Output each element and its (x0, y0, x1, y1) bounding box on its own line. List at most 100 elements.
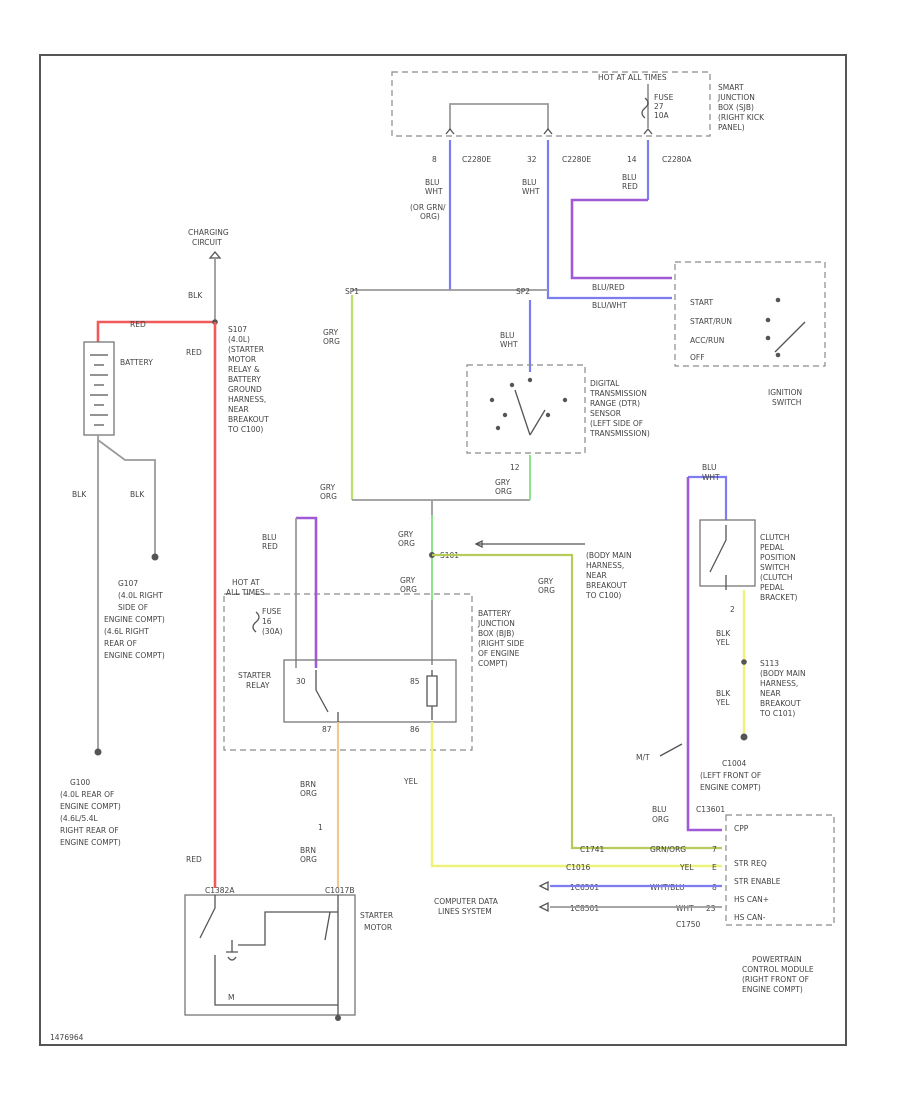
relay-label-0: STARTER (238, 671, 271, 680)
clutch-label-6: BRACKET) (760, 593, 798, 602)
sjb-hot-label: HOT AT ALL TIMES (598, 73, 667, 82)
wire-red-battery (96, 320, 215, 342)
dtr-contact-1 (509, 382, 515, 388)
pcm-row1-wire: GRN/ORG (650, 845, 686, 854)
top-wire3-b: RED (622, 182, 638, 191)
bjb-label-1: JUNCTION (477, 619, 515, 628)
dtr-wire-in-b: WHT (500, 340, 518, 349)
g107-label-0: G107 (118, 579, 138, 588)
pcm-row2-wire: YEL (679, 863, 694, 872)
s107-label-9: BREAKOUT (228, 415, 269, 424)
pcm-label-3: ENGINE COMPT) (742, 985, 803, 994)
starter-wire1-a: BRN (300, 780, 316, 789)
top-conn-c1: C2280E (462, 155, 491, 164)
bjb-hot-1: ALL TIMES (226, 588, 265, 597)
g107-label-6: ENGINE COMPT) (104, 651, 165, 660)
dtr-contact-6 (545, 412, 551, 418)
dtr-label-5: TRANSMISSION) (589, 429, 650, 438)
dtr-label-0: DIGITAL (590, 379, 620, 388)
top-wire1-c: (OR GRN/ (410, 203, 446, 212)
ign-contact-4 (775, 352, 781, 358)
pcm-row4-conn: 1C8501 (570, 904, 599, 913)
c1004-wire-a: BLU (652, 805, 666, 814)
clutch-label-0: CLUTCH (760, 533, 790, 542)
clutch-w1-a: BLK (716, 629, 731, 638)
clutch-wire-a: BLU (702, 463, 716, 472)
clutch-w1-b: YEL (715, 638, 730, 647)
starter-c1: C1382A (205, 886, 235, 895)
bjb-label-0: BATTERY (478, 609, 511, 618)
c1004-label-0: C1004 (722, 759, 747, 768)
g100-ground-icon (94, 748, 102, 756)
pcm-row4-wire: WHT (676, 904, 694, 913)
pcm-box (725, 814, 835, 926)
sjb-label-1: JUNCTION (717, 93, 755, 102)
s101-label-4: TO C100) (585, 591, 621, 600)
wire-gry-org-pcm (432, 553, 722, 850)
starter-yel: YEL (403, 777, 418, 786)
relay-pin-86: 86 (410, 725, 420, 734)
s113-ground-icon (740, 733, 748, 741)
g100-label-4: RIGHT REAR OF (60, 826, 119, 835)
starter-solenoid-icon (226, 940, 238, 961)
pcm-row4-pin: 23 (706, 904, 716, 913)
clutch-wire-b: WHT (702, 473, 720, 482)
dtr-switch-arm (514, 389, 546, 436)
diagram-id: 1476964 (50, 1033, 84, 1042)
s113-label-2: HARNESS, (760, 679, 798, 688)
s101-label-3: BREAKOUT (586, 581, 627, 590)
ign-pos-accrun: ACC/RUN (690, 336, 724, 345)
charging-wire: BLK (188, 291, 203, 300)
battery-cells-icon (90, 354, 108, 426)
starter-m: M (228, 993, 234, 1002)
bjb-wire-b: RED (262, 542, 278, 551)
bjb-fuse-0: FUSE (262, 607, 282, 616)
dtr-label-2: RANGE (DTR) (590, 399, 640, 408)
s107-label-6: GROUND (228, 385, 262, 394)
g107-ground-icon (151, 553, 159, 561)
wire-blk-g107 (97, 439, 156, 555)
fuse-27-amps: 10A (654, 111, 670, 120)
clutch-switch-arm (709, 525, 727, 590)
charging-label-1: CIRCUIT (192, 238, 222, 247)
bjb-label-2: BOX (BJB) (478, 629, 514, 638)
bjb-wire-a: BLU (262, 533, 276, 542)
starter-wire1-b: ORG (300, 789, 317, 798)
pcm-row1-pin: 7 (712, 845, 717, 854)
s113-label-0: S113 (760, 659, 779, 668)
starter-ground-icon (335, 1015, 341, 1021)
g107-label-5: REAR OF (104, 639, 137, 648)
fuse-27-label: FUSE (654, 93, 674, 102)
ign-label-1: SWITCH (772, 398, 801, 407)
c1004-pointer (659, 743, 683, 757)
clutch-label-3: SWITCH (760, 563, 789, 572)
left-wire2-b: ORG (320, 492, 337, 501)
c1004-label-2: ENGINE COMPT) (700, 783, 761, 792)
wire-blu-org-c1004 (686, 477, 722, 832)
ign-contact-3 (765, 335, 771, 341)
top-conn-c3: C2280A (662, 155, 692, 164)
ign-label-0: IGNITION (768, 388, 802, 397)
s113-splice-dot (741, 659, 747, 665)
data-line-arrow-icons (538, 880, 549, 913)
sjb-label-3: (RIGHT KICK (718, 113, 765, 122)
pcm-data-label-0: COMPUTER DATA (434, 897, 499, 906)
dtr-label-4: (LEFT SIDE OF (590, 419, 643, 428)
sjb-label-4: PANEL) (718, 123, 745, 132)
s101-label-2: NEAR (586, 571, 607, 580)
clutch-w2-b: YEL (715, 698, 730, 707)
top-conn-pin2: 32 (527, 155, 537, 164)
pcm-pin-str-req: STR REQ (734, 859, 767, 868)
ign-pos-off: OFF (690, 353, 705, 362)
top-conn-c2: C2280E (562, 155, 591, 164)
left-wire1-a: GRY (323, 328, 339, 337)
diagram-frame (39, 54, 847, 1046)
charging-arrow-icon (208, 250, 222, 259)
pcm-row2-pin: E (712, 863, 717, 872)
g107-label-3: ENGINE COMPT) (104, 615, 165, 624)
fuse-16-icon (252, 611, 260, 633)
splice-sp1: SP1 (345, 287, 359, 296)
s107-label-7: HARNESS, (228, 395, 266, 404)
dtr-contact-4 (562, 397, 568, 403)
s107-label-4: RELAY & (228, 365, 260, 374)
